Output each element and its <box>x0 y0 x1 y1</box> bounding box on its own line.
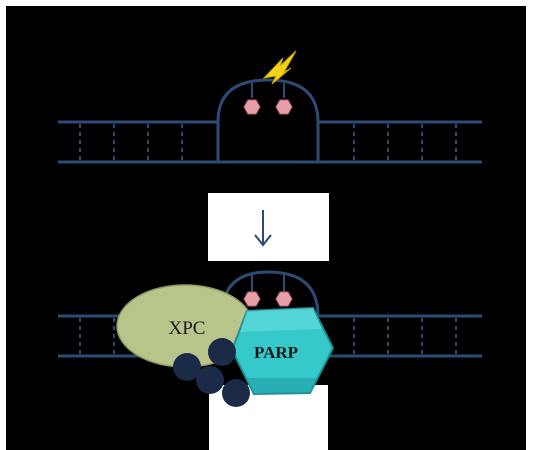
down-arrow-icon <box>254 210 272 247</box>
bubble-loop <box>216 78 320 123</box>
base-pairs <box>79 124 457 160</box>
parp-label: PARP <box>254 343 298 362</box>
lesion-left <box>243 99 261 115</box>
repair-lesion-right <box>275 291 293 307</box>
parp-protein <box>230 306 335 396</box>
damaged-dna <box>58 50 482 164</box>
repair-lesion-left <box>243 291 261 307</box>
repair-base-pairs <box>79 318 457 354</box>
xpc-label: XPC <box>169 318 206 339</box>
par-chain <box>173 338 250 407</box>
arrow-panel <box>208 193 329 261</box>
lesion-right <box>275 99 293 115</box>
lightning-bolt-icon <box>262 50 297 85</box>
